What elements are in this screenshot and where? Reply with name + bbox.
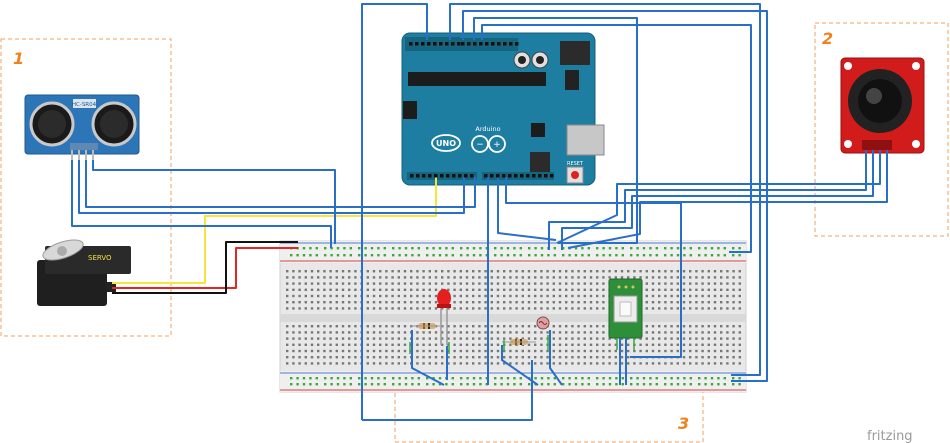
wire-top-b <box>449 3 761 376</box>
resistor-icon <box>410 323 444 329</box>
wire-joy-3 <box>556 150 881 244</box>
wire-us-gnd <box>92 160 336 244</box>
servo-label: SERVO <box>88 254 112 262</box>
wire-servo-yellow <box>112 176 437 284</box>
wire-top-e <box>481 24 752 253</box>
wire-ldr-bottom <box>362 360 533 421</box>
wires <box>71 3 888 421</box>
led-icon <box>437 289 451 345</box>
wire-servo-red <box>112 247 298 289</box>
relay-icon <box>608 278 643 339</box>
ultrasonic-sensor-label: HC-SR04 <box>72 102 97 108</box>
servo-icon: SERVO <box>37 239 131 306</box>
arduino-board: UNO Arduino − + RESET <box>401 32 605 186</box>
wire-ldr-b <box>549 330 563 386</box>
wire-ldr-a <box>501 345 539 386</box>
section-box-2 <box>814 22 949 237</box>
arduino-brand-label: Arduino <box>475 125 500 133</box>
photoresistor-icon <box>536 316 550 330</box>
section-box-1 <box>0 38 172 337</box>
section-label-3: 3 <box>678 414 689 433</box>
wire-top-c <box>462 10 768 382</box>
ultrasonic-sensor-icon: HC-SR04 <box>24 94 140 160</box>
breadboard <box>279 240 747 393</box>
resistor-icon-2 <box>502 339 536 345</box>
wire-us-vcc <box>71 160 332 248</box>
wire-joy-1 <box>548 150 867 250</box>
wire-bottom-b <box>497 177 557 241</box>
wire-joy-2 <box>561 150 874 250</box>
footer-brand: fritzing <box>867 429 913 443</box>
section-label-2: 2 <box>822 29 833 48</box>
joystick-icon <box>840 57 925 154</box>
wire-bottom-c <box>505 177 682 358</box>
wire-us-echo <box>85 160 476 208</box>
wire-us-trig <box>78 160 465 214</box>
arduino-model-label: UNO <box>436 139 456 148</box>
wire-led-gnd <box>411 330 445 386</box>
wire-joy-4 <box>567 150 888 249</box>
svg-text:−: − <box>476 140 484 150</box>
section-label-1: 1 <box>13 49 24 68</box>
wire-top-a <box>361 3 428 420</box>
arduino-reset-label: RESET <box>567 161 584 167</box>
svg-text:+: + <box>493 140 501 150</box>
wire-servo-black <box>112 241 298 294</box>
wire-top-d <box>473 17 638 244</box>
